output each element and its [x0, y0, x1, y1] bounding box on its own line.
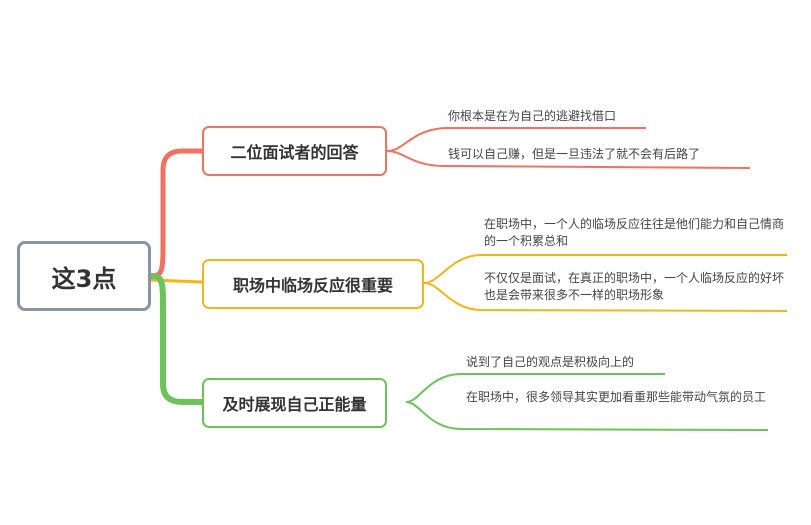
branch-node-label: 及时展现自己正能量: [222, 395, 367, 414]
leaf-text[interactable]: 不仅仅是面试，在真正的职场中，一个人临场反应的好坏也是会带来很多不一样的职场形象: [484, 271, 785, 302]
branch3-leaf1-connector: [405, 373, 665, 403]
branch-node-quick-response[interactable]: 职场中临场反应很重要: [202, 259, 424, 309]
leaf-text[interactable]: 钱可以自己赚，但是一旦违法了就不会有后路了: [448, 147, 701, 161]
root-connector-red: [148, 148, 205, 279]
branch2-leaf1-connector: [423, 254, 787, 284]
root-node[interactable]: 这3点: [17, 241, 151, 311]
branch-node-interviewee-answers[interactable]: 二位面试者的回答: [202, 126, 387, 176]
leaf-text[interactable]: 你根本是在为自己的逃避找借口: [448, 109, 617, 123]
branch-node-label: 二位面试者的回答: [230, 143, 359, 162]
leaf-text[interactable]: 在职场中，一个人的临场反应往往是他们能力和自己情商的一个积累总和: [484, 217, 785, 248]
branch-node-label: 职场中临场反应很重要: [232, 276, 393, 295]
branch-node-positive-energy[interactable]: 及时展现自己正能量: [202, 378, 387, 428]
branch3-leaf2-connector: [405, 401, 769, 431]
root-node-label: 这3点: [51, 264, 117, 293]
branch2-leaf2-connector: [423, 282, 788, 312]
branch1-leaf2-connector: [386, 150, 751, 169]
leaf-text[interactable]: 说到了自己的观点是积极向上的: [466, 355, 635, 369]
leaf-text[interactable]: 在职场中，很多领导其实更加看重那些能带动气氛的员工: [466, 390, 767, 404]
branch1-leaf1-connector: [386, 127, 646, 152]
root-connector-green: [148, 273, 205, 405]
